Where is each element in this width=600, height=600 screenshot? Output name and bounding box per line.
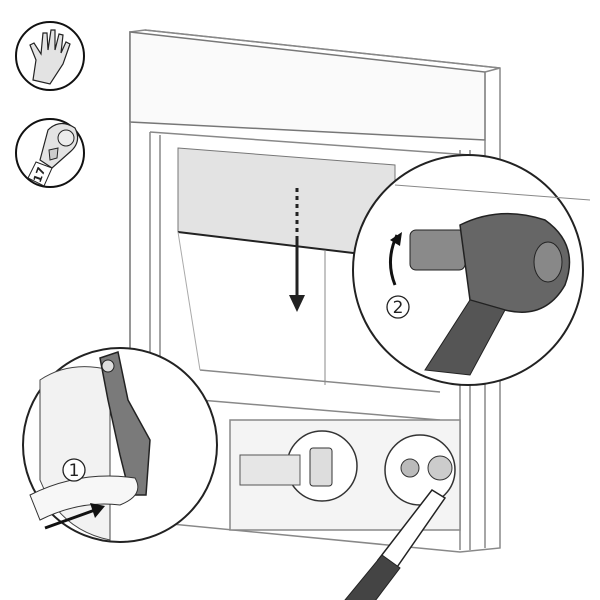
detail-circle-drive: [239, 430, 358, 502]
step-2-number: 2: [393, 298, 404, 318]
socket: [409, 229, 466, 271]
magnified-step-2: 2: [352, 154, 591, 386]
crank-lever: [99, 351, 151, 496]
step-1-number: 1: [69, 461, 80, 481]
detail-circle-bolt: [384, 434, 456, 506]
roller-shade: [177, 147, 396, 385]
ratchet-head: [459, 212, 571, 313]
step-2-badge: [386, 295, 410, 319]
wrench-size-label: 17: [31, 165, 48, 184]
screwdriver-icon: [344, 489, 447, 600]
step-1-badge: [62, 458, 86, 482]
down-arrow-icon: [289, 188, 305, 312]
protective-glove-icon: [15, 21, 85, 91]
ring-wrench-icon: 17: [15, 118, 85, 188]
ratchet-handle: [424, 299, 506, 376]
magnified-step-1: 1: [22, 347, 218, 543]
